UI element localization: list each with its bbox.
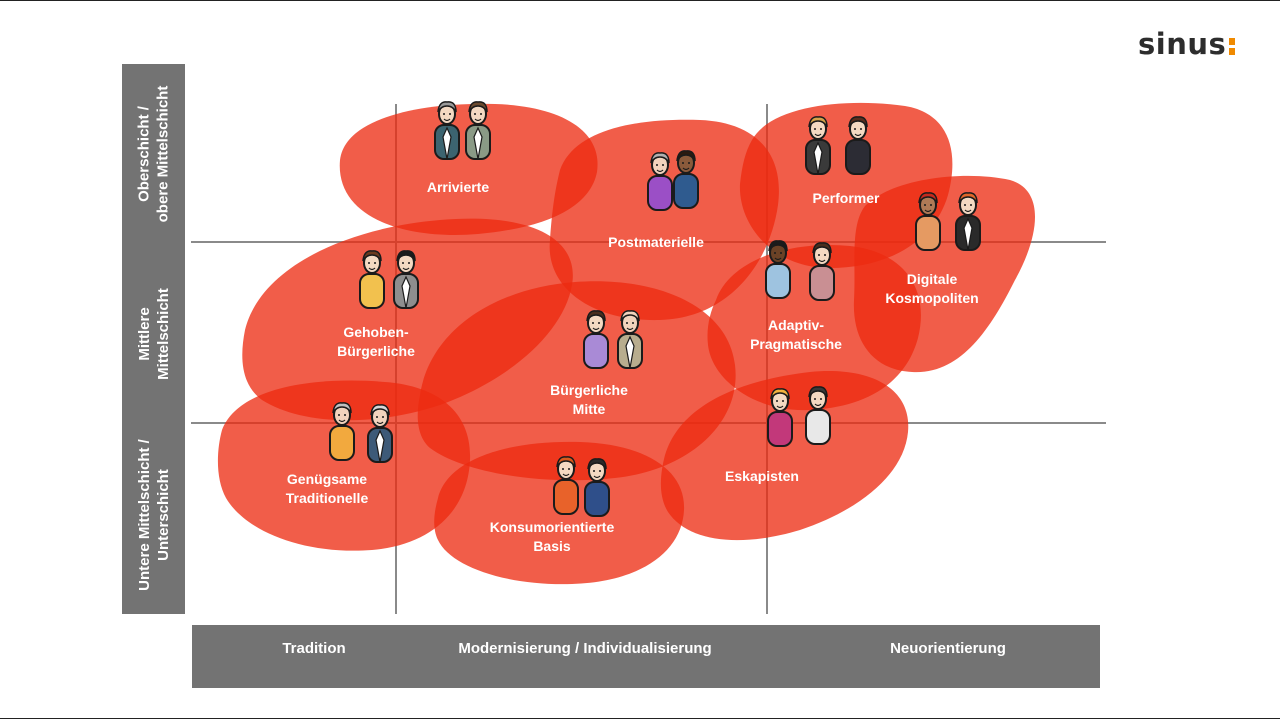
horizontal-axis-bar: Tradition Modernisierung / Individualisi… (192, 625, 1100, 688)
milieu-label-genuegsame-traditionelle: Genügsame Traditionelle (285, 471, 369, 506)
bottom-border (0, 718, 1280, 719)
blob-mitte (417, 281, 736, 481)
axis-label-oberschicht: Oberschicht / obere Mittelschicht (122, 64, 185, 244)
logo-mark-icon (1229, 37, 1236, 55)
woman-blazer-icon (465, 100, 491, 160)
blob-traditionelle (217, 380, 471, 551)
axis-label-oberschicht-text: Oberschicht / obere Mittelschicht (135, 85, 172, 223)
blob-eskapisten (660, 371, 909, 541)
woman-orange-hair-icon (553, 455, 579, 515)
man-bald-vest-icon (617, 309, 643, 369)
man-cap-icon (584, 457, 610, 517)
milieu-label-eskapisten: Eskapisten (725, 468, 799, 484)
logo-text: sinus (1138, 27, 1227, 61)
man-dark-skin-icon (765, 239, 791, 299)
woman-long-hair-icon (809, 241, 835, 301)
woman-dark-dress-icon (845, 115, 871, 175)
vertical-axis-bar: Oberschicht / obere Mittelschicht Mittle… (122, 64, 185, 614)
top-border (0, 0, 1280, 1)
woman-yellow-icon (359, 249, 385, 309)
milieu-label-buergerliche-mitte: Bürgerliche Mitte (550, 382, 628, 417)
man-suit-icon (805, 115, 831, 175)
man-tattoo-icon (805, 385, 831, 445)
milieu-label-performer: Performer (812, 190, 880, 206)
milieu-label-postmaterielle: Postmaterielle (608, 234, 704, 250)
blob-adaptiv (707, 244, 921, 411)
axis-label-mittlere: Mittlere Mittelschicht (122, 244, 185, 424)
woman-glasses-icon (955, 191, 981, 251)
sinus-logo: sinus (1138, 26, 1236, 62)
axis-label-mittlere-text: Mittlere Mittelschicht (135, 288, 172, 380)
axis-label-untere-text: Untere Mittelschicht / Unterschicht (135, 439, 172, 591)
man-beard-icon (673, 149, 699, 209)
blob-arrivierte (339, 103, 598, 235)
milieu-label-arrivierte: Arrivierte (426, 179, 490, 195)
milieu-label-konsumorientierte-basis: Konsumorientierte Basis (489, 519, 615, 554)
old-man-glasses-icon (367, 403, 393, 463)
old-woman-icon (329, 401, 355, 461)
milieu-label-adaptiv-pragmatische: Adaptiv- Pragmatische (750, 317, 842, 352)
blob-postmaterielle (549, 119, 779, 321)
man-beanie-beard-icon (915, 191, 941, 251)
milieu-blobs (217, 102, 1035, 585)
man-jacket-icon (393, 249, 419, 309)
axis-label-modernisierung: Modernisierung / Individualisierung (458, 640, 712, 657)
milieu-label-gehoben-buergerliche: Gehoben- Bürgerliche (337, 324, 415, 359)
axis-label-tradition: Tradition (282, 640, 346, 657)
woman-blonde-icon (767, 387, 793, 447)
man-suit-icon (434, 100, 460, 160)
axis-label-neuorientierung: Neuorientierung (890, 640, 1006, 657)
axis-label-untere: Untere Mittelschicht / Unterschicht (122, 416, 185, 614)
woman-grey-hair-icon (647, 151, 673, 211)
milieu-label-digitale-kosmopoliten: Digitale Kosmopoliten (885, 271, 979, 306)
woman-purple-icon (583, 309, 609, 369)
